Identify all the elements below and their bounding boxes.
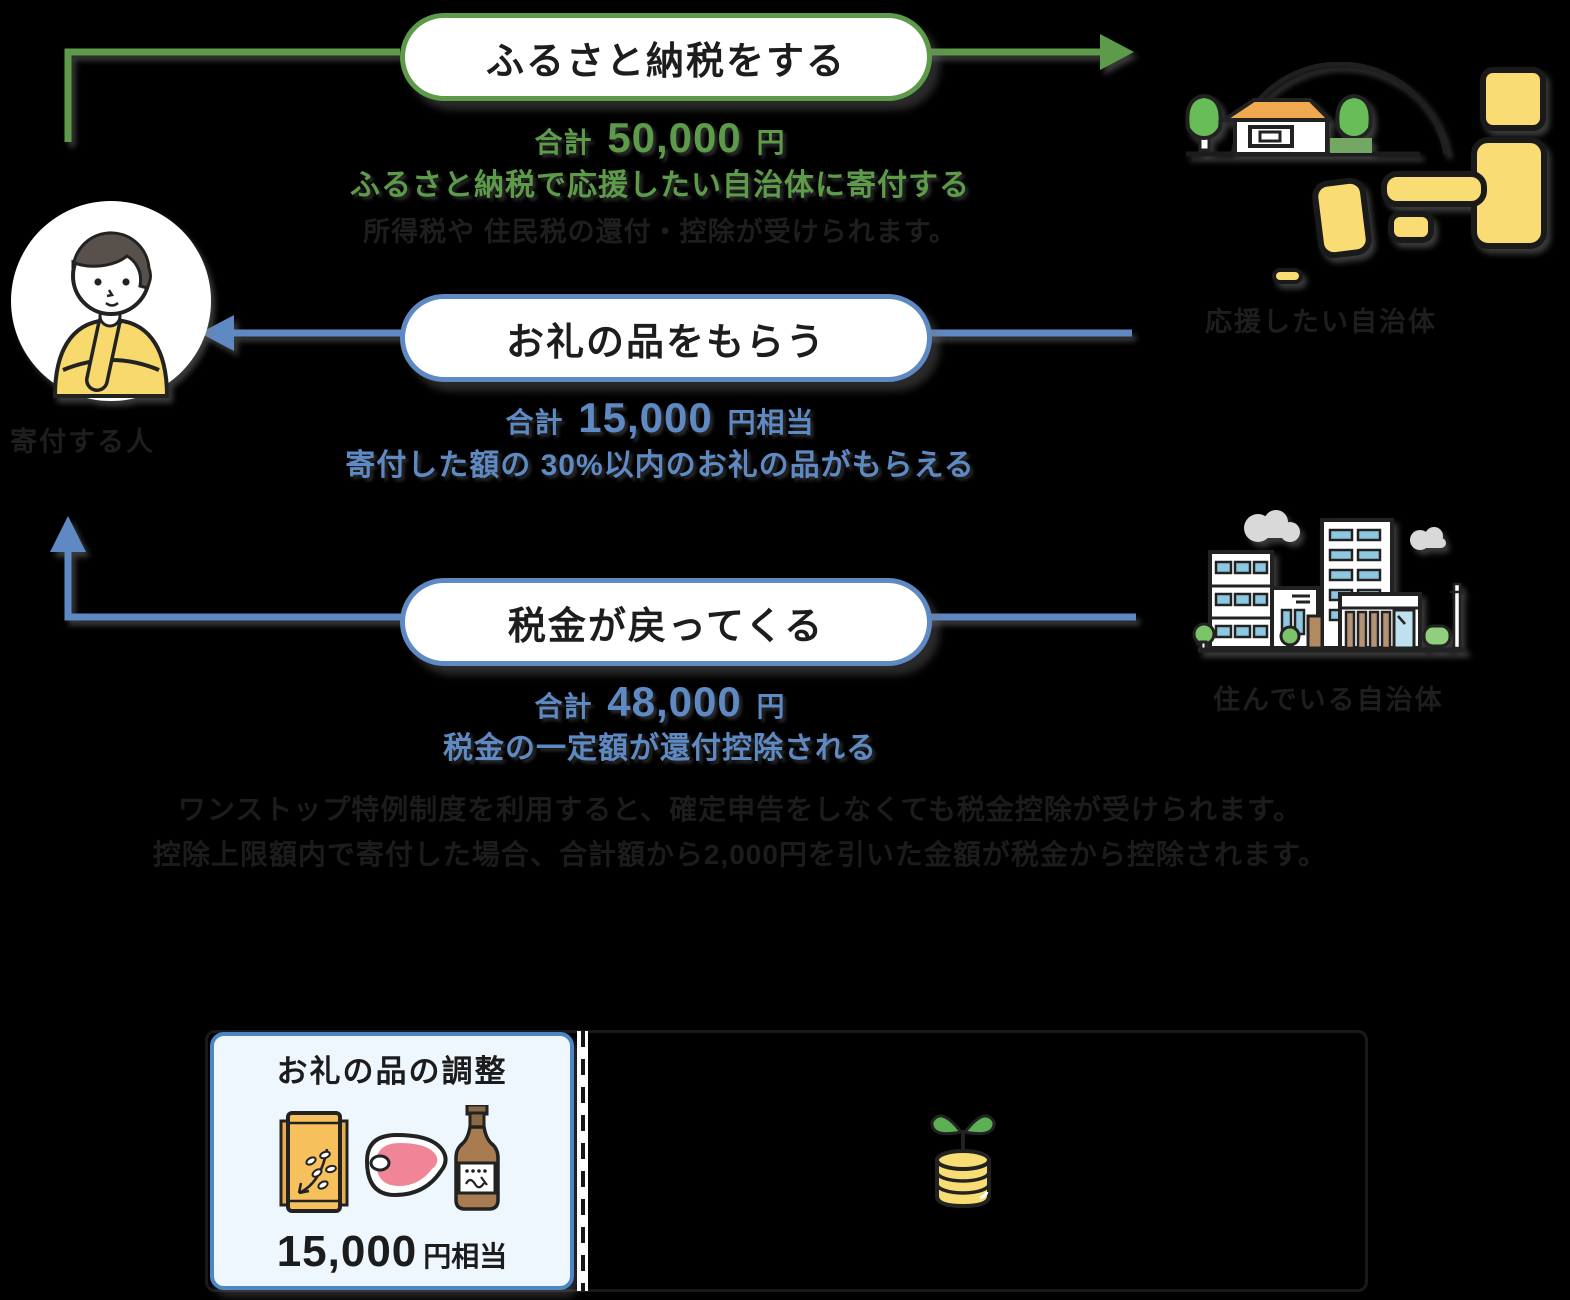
summary-box	[205, 1030, 1368, 1292]
step2-amount-prefix: 合計	[505, 407, 564, 438]
step3-amount-value: 48,000	[607, 678, 742, 725]
reward-arrowhead-icon	[200, 315, 234, 351]
step1-amount: 合計 50,000 円	[105, 114, 1215, 162]
tax-return-arrowhead-icon	[50, 516, 86, 552]
step1-desc: ふるさと納税で応援したい自治体に寄付する	[350, 169, 970, 202]
step2-pill: お礼の品をもらう	[400, 294, 932, 382]
step3-title: 税金が戻ってくる	[507, 605, 825, 648]
reward-card: お礼の品の調整	[210, 1032, 574, 1290]
footer-note-line1: ワンストップ特例制度を利用すると、確定申告をしなくても税金控除が受けられます。	[177, 794, 1303, 825]
donor-label: 寄付する人	[10, 427, 155, 457]
step3-desc: 税金の一定額が還付控除される	[443, 732, 877, 765]
step2-amount-value: 15,000	[578, 394, 713, 441]
home-town-buildings-icon	[1192, 510, 1466, 653]
municipality-map-icon	[1185, 62, 1547, 284]
step1-pill: ふるさと納税をする	[400, 13, 932, 101]
reward-items-icons	[279, 1104, 500, 1213]
meat-icon	[364, 1132, 448, 1197]
municipality-label: 応援したい自治体	[1205, 307, 1437, 337]
step2-desc: 寄付した額の 30%以内のお礼の品がもらえる	[345, 449, 975, 482]
step2-amount: 合計 15,000 円相当	[105, 394, 1215, 442]
bottle-icon	[454, 1104, 500, 1211]
step1-amount-suffix: 円	[756, 127, 786, 158]
step3-amount-prefix: 合計	[534, 691, 593, 722]
footer-note-line2: 控除上限額内で寄付した場合、合計額から2,000円を引いた金額が税金から控除され…	[152, 839, 1328, 870]
step1-title: ふるさと納税をする	[485, 40, 846, 83]
donor-person-icon	[11, 201, 211, 401]
step1-note: 所得税や 住民税の還付・控除が受けられます。	[363, 217, 957, 247]
coins-sprout-icon	[930, 1114, 996, 1209]
step3-amount: 合計 48,000 円	[105, 678, 1215, 726]
step1-amount-prefix: 合計	[534, 127, 593, 158]
dashed-divider	[577, 1031, 588, 1291]
step3-pill: 税金が戻ってくる	[400, 578, 932, 666]
reward-card-title: お礼の品の調整	[276, 1053, 508, 1089]
donation-arrowhead-icon	[1100, 34, 1134, 70]
donation-arrow	[64, 48, 1102, 142]
reward-value-suffix: 円相当	[423, 1240, 508, 1272]
reward-value-number: 15,000	[276, 1226, 418, 1276]
rice-bag-icon	[279, 1110, 349, 1213]
home-label: 住んでいる自治体	[1213, 685, 1444, 715]
step3-amount-suffix: 円	[756, 691, 786, 722]
step2-title: お礼の品をもらう	[505, 321, 826, 364]
step2-amount-suffix: 円相当	[727, 407, 815, 438]
step1-amount-value: 50,000	[607, 114, 742, 161]
